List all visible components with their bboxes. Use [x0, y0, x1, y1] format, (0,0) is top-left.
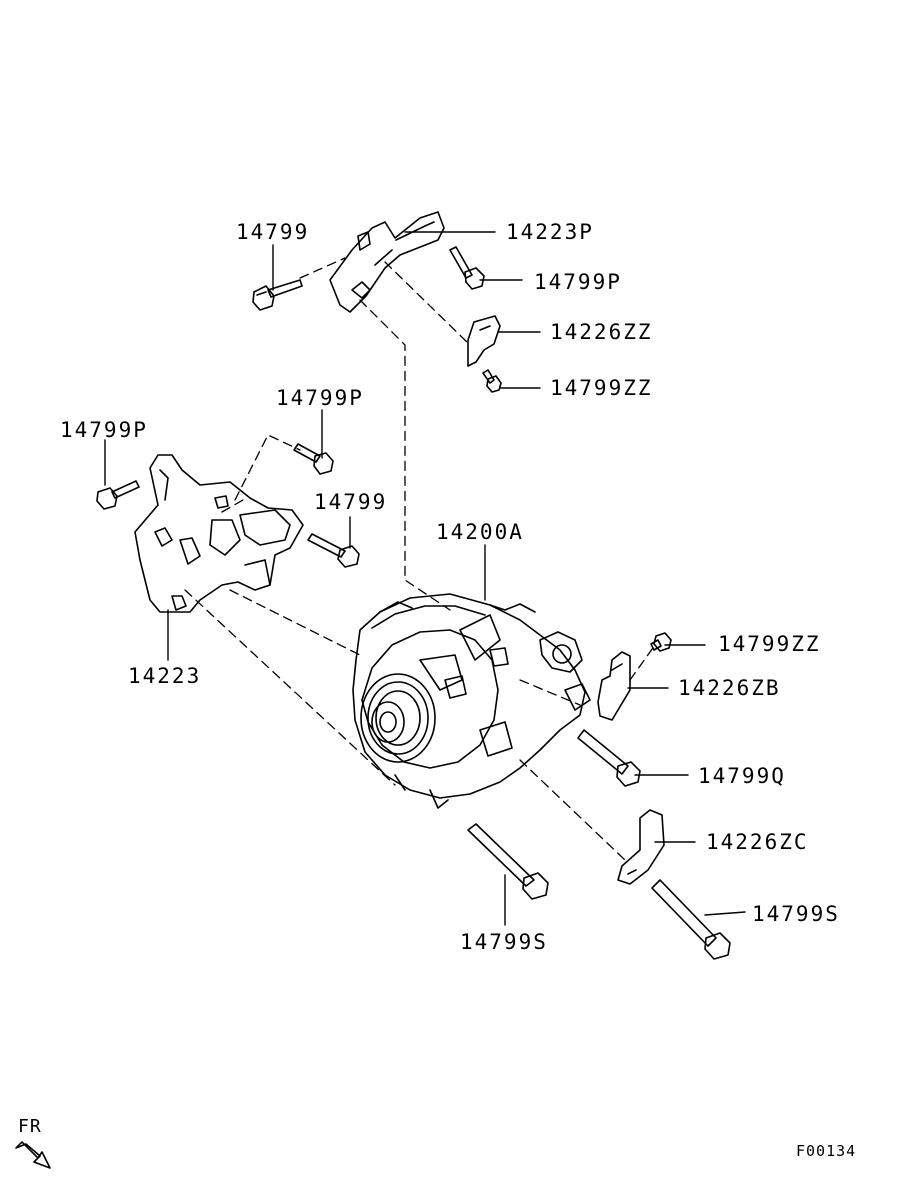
front-direction-label: FR	[18, 1116, 42, 1137]
assembly-dashed-lines	[184, 257, 656, 861]
part-label-14799Q: 14799Q	[698, 764, 786, 788]
bolt-14799P-left	[96, 480, 140, 510]
bolt-14799P-mid	[293, 443, 334, 475]
part-label-14799ZZ: 14799ZZ	[718, 632, 821, 656]
lower-bracket-14223	[134, 454, 304, 613]
part-label-14223P: 14223P	[506, 220, 594, 244]
bolt-14799Q	[577, 729, 641, 787]
bolt-14799S-right	[651, 879, 731, 960]
bolt-14799ZZ-top	[482, 369, 502, 393]
stay-14226ZB	[597, 651, 631, 721]
bolt-14799ZZ-right	[650, 632, 672, 652]
part-label-14799ZZ: 14799ZZ	[550, 376, 653, 400]
bolt-14799-mid	[307, 533, 360, 568]
bolt-14799S-bottom	[467, 823, 549, 900]
bolt-14799-top	[252, 279, 303, 311]
part-label-14799P: 14799P	[534, 270, 622, 294]
alternator-14200A	[352, 593, 591, 809]
part-label-14799S: 14799S	[752, 902, 840, 926]
front-direction-arrow	[15, 1141, 51, 1169]
part-label-14799P: 14799P	[60, 418, 148, 442]
stay-14226ZZ	[467, 315, 501, 367]
figure-code: F00134	[796, 1142, 857, 1160]
part-label-14226ZZ: 14226ZZ	[550, 320, 653, 344]
part-label-14226ZC: 14226ZC	[706, 830, 809, 854]
bolt-14799P-top	[449, 246, 485, 290]
stay-14226ZC	[617, 809, 665, 885]
part-label-14799: 14799	[314, 490, 388, 514]
leader-lines	[104, 231, 746, 926]
part-label-14226ZB: 14226ZB	[678, 676, 781, 700]
upper-bracket-14223P	[329, 211, 445, 313]
part-label-14200A: 14200A	[436, 520, 524, 544]
part-label-14799S: 14799S	[460, 930, 548, 954]
part-label-14799P: 14799P	[276, 386, 364, 410]
part-label-14223: 14223	[128, 664, 202, 688]
part-label-14799: 14799	[236, 220, 310, 244]
